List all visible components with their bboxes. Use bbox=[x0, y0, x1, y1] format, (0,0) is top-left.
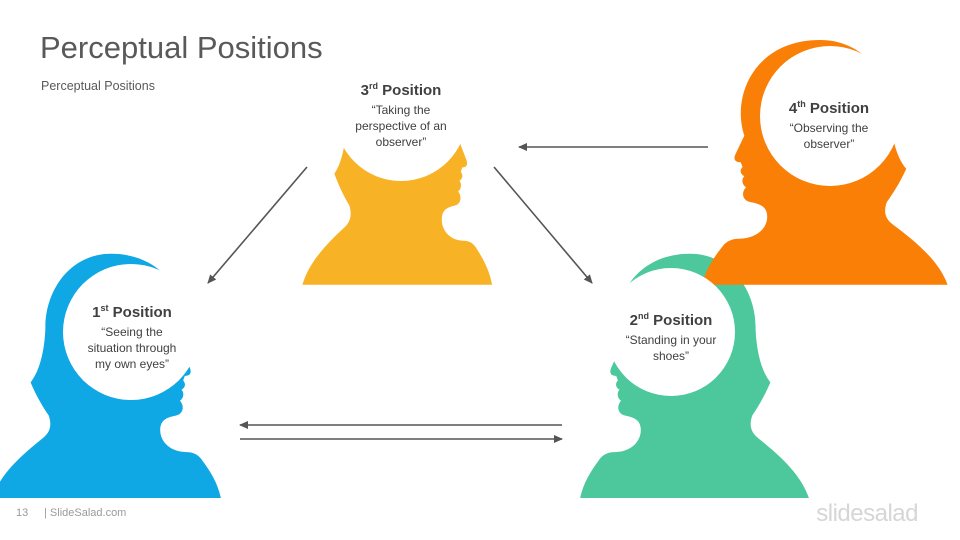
circle-fourth-position bbox=[760, 46, 900, 186]
arrow-third-to-first bbox=[207, 166, 308, 284]
label-fourth-position: 4th Position “Observing the observer” bbox=[777, 100, 881, 152]
page-subtitle: Perceptual Positions bbox=[41, 79, 155, 93]
circle-first-position bbox=[63, 264, 199, 400]
quote-third-position: “Taking the perspective of an observer” bbox=[355, 103, 447, 149]
arrow-third-to-second bbox=[493, 166, 593, 284]
heading-fourth-position: 4th Position bbox=[788, 99, 870, 118]
quote-first-position: “Seeing the situation through my own eye… bbox=[87, 325, 177, 371]
page-title: Perceptual Positions bbox=[40, 30, 323, 65]
footer-site-link[interactable]: | SlideSalad.com bbox=[44, 507, 127, 519]
quote-fourth-position: “Observing the observer” bbox=[789, 121, 869, 151]
heading-first-position: 1st Position bbox=[92, 303, 172, 322]
circle-third-position bbox=[335, 49, 467, 181]
brand-logo: slidesalad bbox=[816, 500, 918, 527]
circle-second-position bbox=[607, 268, 735, 396]
quote-second-position: “Standing in your shoes” bbox=[625, 333, 717, 363]
label-second-position: 2nd Position “Standing in your shoes” bbox=[617, 312, 725, 364]
label-third-position: 3rd Position “Taking the perspective of … bbox=[345, 82, 457, 150]
label-first-position: 1st Position “Seeing the situation throu… bbox=[78, 304, 186, 372]
heading-third-position: 3rd Position bbox=[360, 81, 442, 100]
page-number: 13 bbox=[16, 507, 29, 519]
heading-second-position: 2nd Position bbox=[629, 311, 713, 330]
